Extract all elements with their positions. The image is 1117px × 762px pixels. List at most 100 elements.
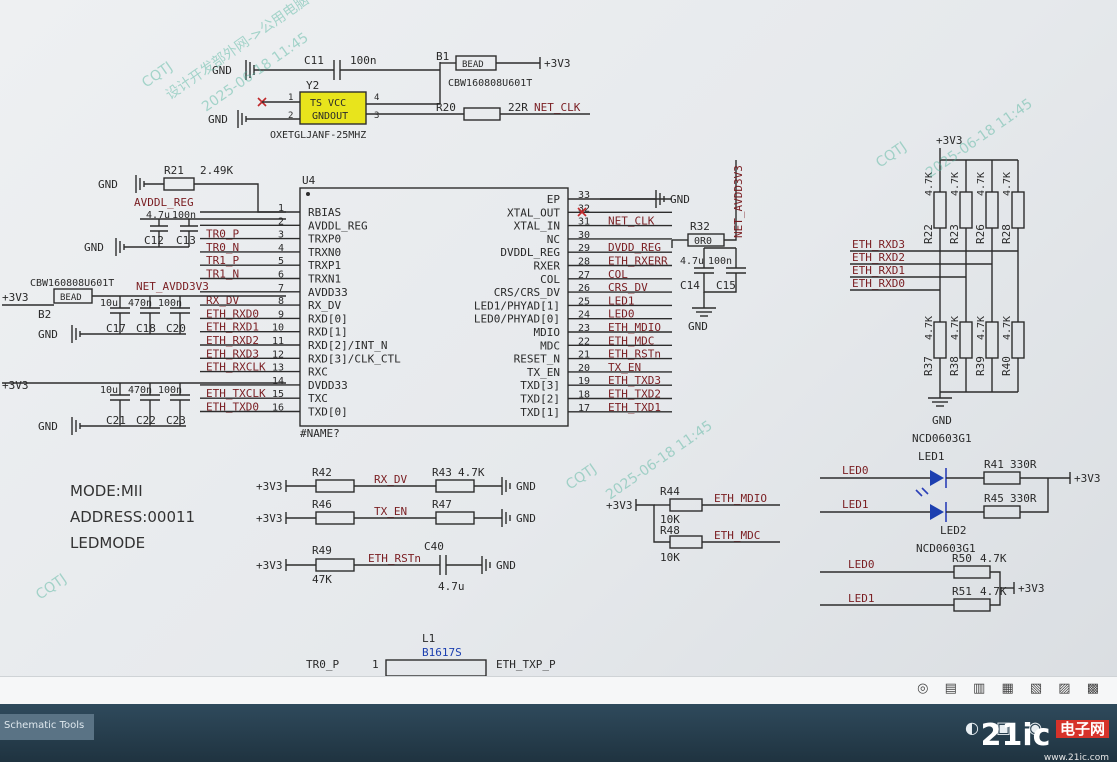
r41-label: R41: [984, 458, 1004, 471]
u4-pin-number: 13: [272, 363, 284, 374]
y2-pin-2: 2: [288, 111, 293, 121]
u4-pin-name: MDC: [540, 339, 560, 352]
led-d2-label: LED2: [940, 524, 967, 537]
r50-value: 4.7K: [980, 552, 1007, 565]
strap-label: R28: [1000, 224, 1013, 244]
oscillator-y2[interactable]: [299, 91, 367, 125]
resistor-r20[interactable]: [463, 107, 501, 121]
cap-value: 470n: [128, 298, 152, 309]
capacitor-c12[interactable]: [150, 225, 168, 232]
taskbar-app-button[interactable]: Schematic Tools: [0, 714, 94, 740]
c14-value: 4.7u: [680, 256, 704, 267]
resistor-r40[interactable]: [1011, 321, 1025, 359]
u4-ref: U4: [302, 174, 316, 187]
b2-part: CBW160808U601T: [30, 278, 114, 289]
resistor-r45[interactable]: [983, 505, 1021, 519]
cap-value: 10u: [100, 385, 118, 396]
b2-net-in: +3V3: [2, 291, 29, 304]
u4-pin-number: 32: [578, 203, 590, 214]
resistor-r38[interactable]: [959, 321, 973, 359]
strap-value: 4.7K: [950, 172, 961, 196]
resistor-r43[interactable]: [435, 479, 475, 493]
u4-pin-net: ETH_RXD3: [206, 347, 259, 360]
u4-pin-number: 6: [278, 270, 284, 281]
reset-net: ETH_RSTn: [368, 552, 421, 565]
r21-label: R21: [164, 164, 184, 177]
u4-pin-name: DVDD33: [308, 379, 348, 392]
resistor-r37[interactable]: [933, 321, 947, 359]
pull-r1-label: R46: [312, 498, 332, 511]
strap-net: ETH_RXD0: [852, 277, 905, 290]
view-controls-icon[interactable]: ◎ ▤ ▥ ▦ ▧ ▨ ▩: [917, 681, 1105, 696]
transformer-l1[interactable]: [385, 659, 487, 676]
resistor-r28[interactable]: [1011, 191, 1025, 229]
r45-label: R45: [984, 492, 1004, 505]
c21-net: +3V3: [2, 379, 29, 392]
u4-pin-net: ETH_TXD1: [608, 401, 661, 414]
u4-pin-number: 20: [578, 363, 590, 374]
resistor-r51[interactable]: [953, 598, 991, 612]
strap-value: 4.7K: [950, 316, 961, 340]
resistor-r41[interactable]: [983, 471, 1021, 485]
u4-pin-net: ETH_RXERR: [608, 255, 668, 268]
r48-value: 10K: [660, 551, 680, 564]
strap-net: ETH_RXD3: [852, 238, 905, 251]
strap-label: R26: [974, 224, 987, 244]
led-d2-icon[interactable]: [915, 487, 947, 522]
capacitor-c40[interactable]: [439, 555, 447, 575]
y2-label: Y2: [306, 79, 319, 92]
ep-gnd-label: GND: [670, 193, 690, 206]
taskbar: Schematic Tools ◐ ▣ ◉ ◍: [0, 704, 1117, 762]
tray-icons[interactable]: ◐ ▣ ◉ ◍: [965, 718, 1080, 737]
resistor-r47[interactable]: [435, 511, 475, 525]
gnd-symbol: [692, 307, 716, 317]
pull-r2-label: R47: [432, 498, 452, 511]
resistor-r26[interactable]: [985, 191, 999, 229]
capacitor-c14[interactable]: [694, 267, 714, 274]
u4-pin-name: COL: [540, 273, 560, 286]
led-net-1: LED1: [842, 498, 869, 511]
mode-line-1: MODE:MII: [70, 482, 143, 500]
capacitor-c15[interactable]: [726, 267, 746, 274]
resistor-r49[interactable]: [315, 558, 355, 572]
r44-value: 10K: [660, 513, 680, 526]
b2-gnd-label: GND: [38, 328, 58, 341]
schematic-canvas[interactable]: GND C11 100n BEAD B1 CBW160808U601T +3V3…: [0, 0, 1117, 676]
resistor-r21[interactable]: [163, 177, 195, 191]
strap-label: R40: [1000, 356, 1013, 376]
resistor-r23[interactable]: [959, 191, 973, 229]
cap-value: 100n: [158, 385, 182, 396]
u4-pin-name: AVDDL_REG: [308, 219, 368, 232]
capacitor-c13[interactable]: [180, 225, 198, 232]
u4-pin-name: TRXP0: [308, 233, 341, 246]
pull-vcc: +3V3: [256, 512, 283, 525]
resistor-r48[interactable]: [669, 535, 703, 549]
avddl-net: AVDDL_REG: [134, 196, 194, 209]
gnd-label: GND: [212, 64, 232, 77]
resistor-r22[interactable]: [933, 191, 947, 229]
strap-label: R23: [948, 224, 961, 244]
b2-text: BEAD: [60, 293, 82, 303]
u4-pin-number: 16: [272, 403, 284, 414]
pull-gnd: GND: [516, 480, 536, 493]
led-d1-icon[interactable]: [930, 468, 947, 488]
resistor-r44[interactable]: [669, 498, 703, 512]
gnd-symbol: [237, 110, 300, 128]
resistor-r42[interactable]: [315, 479, 355, 493]
u4-pin-name: RXD[3]/CLK_CTL: [308, 352, 401, 365]
no-connect-icon: [577, 207, 587, 217]
resistor-r46[interactable]: [315, 511, 355, 525]
watermark-text: CQTJ: [873, 139, 910, 171]
u4-pin-net: TR0_N: [206, 241, 239, 254]
resistor-r39[interactable]: [985, 321, 999, 359]
u4-pin-net: ETH_TXD3: [608, 374, 661, 387]
mdc-net: ETH_MDC: [714, 529, 760, 542]
u4-pin-name: CRS/CRS_DV: [494, 286, 561, 299]
resistor-r50[interactable]: [953, 565, 991, 579]
r44-label: R44: [660, 485, 680, 498]
u4-pin-name: EP: [547, 193, 561, 206]
ic-u4-body[interactable]: [299, 187, 569, 427]
strap-gnd: GND: [932, 414, 952, 427]
capacitor-c11[interactable]: [333, 60, 341, 80]
